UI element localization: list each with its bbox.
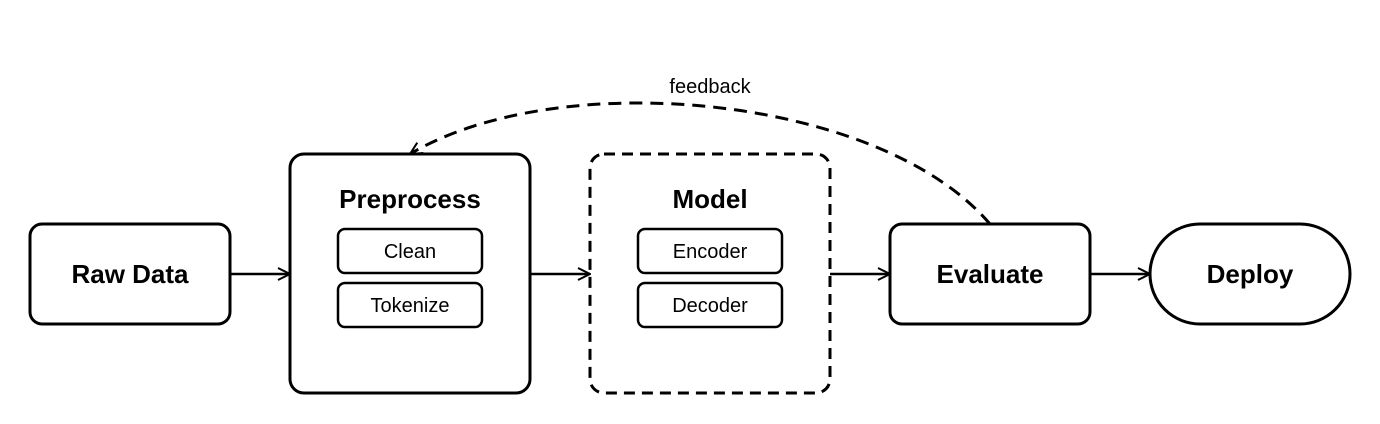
tokenize-step: Tokenize: [336, 281, 484, 329]
raw-data-node: Raw Data: [28, 222, 232, 326]
preprocess-label: Preprocess: [339, 184, 481, 214]
tokenize-step-label: Tokenize: [371, 295, 450, 317]
decoder-component: Decoder: [636, 281, 784, 329]
edge-feedback: [410, 101, 992, 225]
deploy-node: Deploy: [1148, 222, 1352, 326]
clean-step-label: Clean: [384, 241, 436, 263]
evaluate-label: Evaluate: [937, 259, 1044, 289]
clean-step: Clean: [336, 227, 484, 275]
feedback-label: feedback: [669, 76, 751, 98]
encoder-component: Encoder: [636, 227, 784, 275]
decoder-label: Decoder: [672, 295, 748, 317]
deploy-label: Deploy: [1207, 259, 1294, 289]
preprocess-node: Preprocess Clean Tokenize: [288, 152, 532, 395]
model-label: Model: [672, 184, 747, 214]
raw-data-label: Raw Data: [71, 259, 189, 289]
evaluate-node: Evaluate: [888, 222, 1092, 326]
encoder-label: Encoder: [673, 241, 748, 263]
model-node: Model Encoder Decoder: [588, 152, 832, 395]
